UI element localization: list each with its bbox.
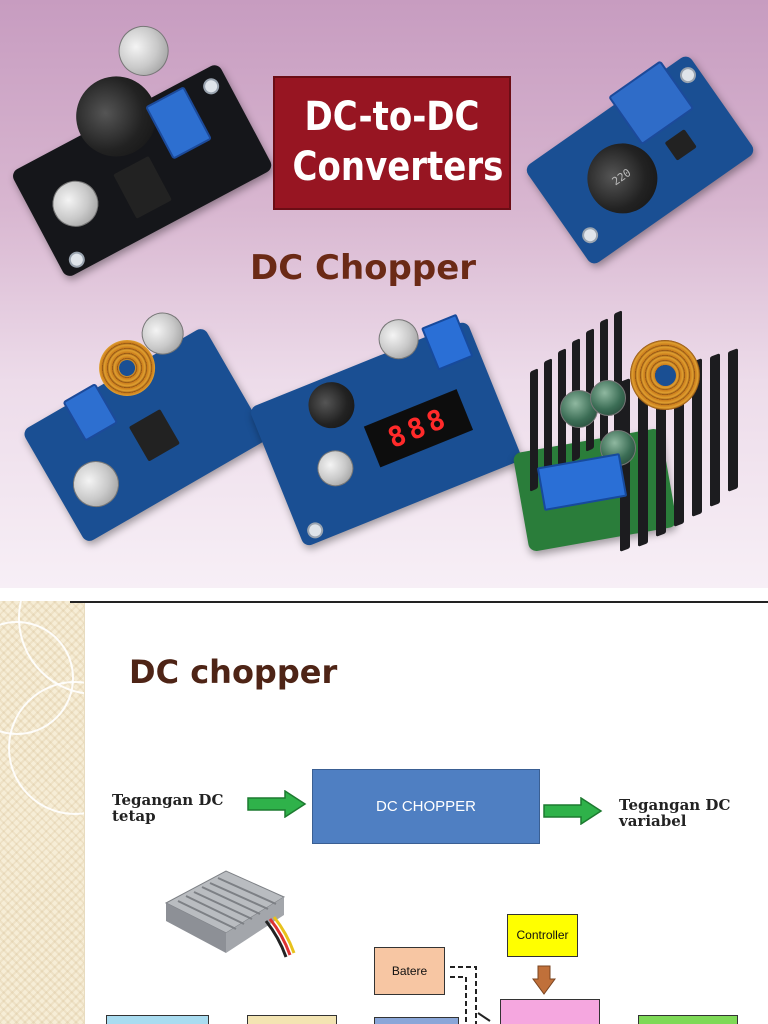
title-box: DC-to-DC Converters <box>273 76 511 210</box>
input-label-line2: tetap <box>112 807 156 825</box>
bottom-block-2 <box>247 1015 337 1024</box>
converter-enclosure-image <box>164 870 296 958</box>
output-label-line1: Tegangan DC <box>619 796 731 814</box>
decorative-sidebar <box>0 601 172 1024</box>
battery-dashed-connector <box>450 966 491 1024</box>
controller-block: Controller <box>507 914 578 957</box>
display-converter-module-image: 888 <box>234 281 543 584</box>
bottom-block-1 <box>106 1015 209 1024</box>
title-line-2: Converters <box>292 144 504 190</box>
input-arrow-icon <box>247 790 307 818</box>
battery-block: Batere <box>374 947 445 995</box>
pink-block <box>500 999 600 1024</box>
toroid-buck-module-image <box>0 283 293 587</box>
dc-chopper-block: DC CHOPPER <box>312 769 540 844</box>
bottom-block-4 <box>638 1015 738 1024</box>
output-label-line2: variabel <box>619 812 687 830</box>
input-label-line1: Tegangan DC <box>112 791 224 809</box>
slide-dc-converters: DC-to-DC Converters 220 DC Chopper 888 <box>0 0 768 588</box>
heatsink-converter-module-image <box>512 300 760 560</box>
output-arrow-icon <box>543 797 603 825</box>
slide-gap <box>0 588 768 601</box>
dc-chopper-heading: DC Chopper <box>249 248 477 288</box>
title-line-1: DC-to-DC <box>304 94 480 140</box>
bottom-block-3 <box>374 1017 459 1024</box>
controller-down-arrow-icon <box>532 965 556 995</box>
boost-converter-module-image: 220 <box>501 21 768 300</box>
top-rule <box>70 601 768 603</box>
slide-title: DC chopper <box>129 653 338 691</box>
inductor-marking: 220 <box>609 165 634 188</box>
slide-dc-chopper-diagram: DC chopper Tegangan DC tetap DC CHOPPER … <box>0 601 768 1024</box>
